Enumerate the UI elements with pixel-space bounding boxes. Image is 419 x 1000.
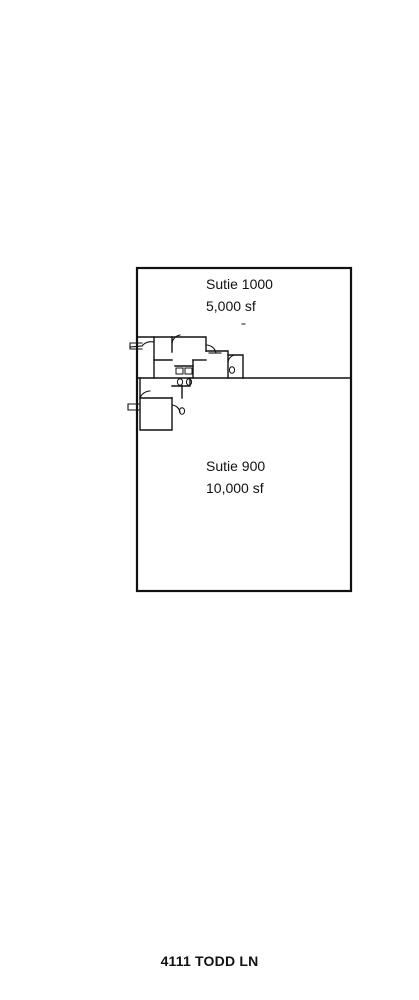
office-cluster-lower — [139, 377, 191, 431]
office-cluster-upper — [136, 336, 244, 379]
building-outline — [135, 266, 353, 593]
building-address: 4111 TODD LN — [160, 953, 259, 969]
suite-900-area: 10,000 sf — [206, 480, 264, 496]
suite-1000-name: Sutie 1000 — [206, 276, 273, 292]
restroom-fixtures — [175, 366, 236, 415]
suite-1000-area: 5,000 sf — [206, 298, 256, 314]
suite-900-name: Sutie 900 — [206, 458, 266, 474]
